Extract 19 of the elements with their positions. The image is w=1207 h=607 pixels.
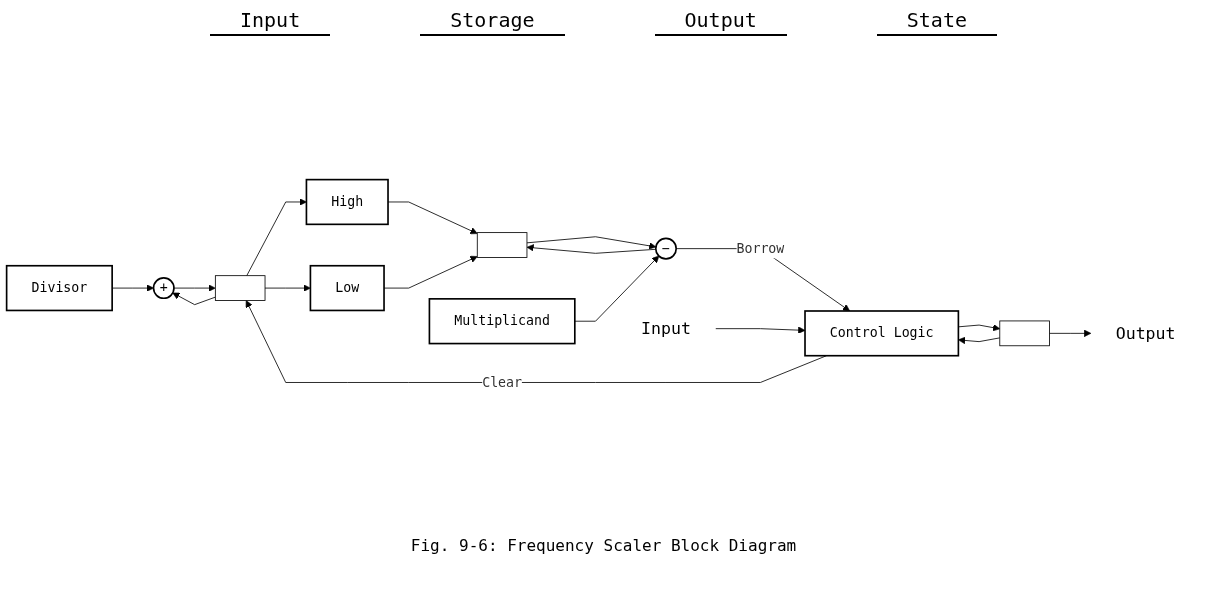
node-circle: − bbox=[654, 237, 677, 260]
node-text: Output bbox=[1115, 323, 1176, 344]
node-circle: + bbox=[152, 277, 175, 300]
node-box: Multiplicand bbox=[428, 298, 576, 345]
node-text: Input bbox=[641, 318, 691, 339]
section-heading: Output bbox=[654, 8, 787, 36]
section-heading: Input bbox=[210, 8, 331, 36]
figure-caption: Fig. 9-6: Frequency Scaler Block Diagram bbox=[409, 536, 798, 555]
section-heading: State bbox=[876, 8, 997, 36]
node-box bbox=[999, 320, 1050, 347]
node-box: Divisor bbox=[5, 264, 113, 312]
node-box: High bbox=[305, 178, 389, 226]
section-heading: Storage bbox=[420, 8, 565, 36]
node-box: Low bbox=[309, 264, 385, 312]
edge-label: Clear bbox=[482, 374, 523, 390]
node-box: Control Logic bbox=[804, 310, 960, 357]
edge-label: Borrow bbox=[736, 240, 785, 257]
node-box bbox=[214, 275, 266, 301]
node-box bbox=[476, 232, 528, 258]
